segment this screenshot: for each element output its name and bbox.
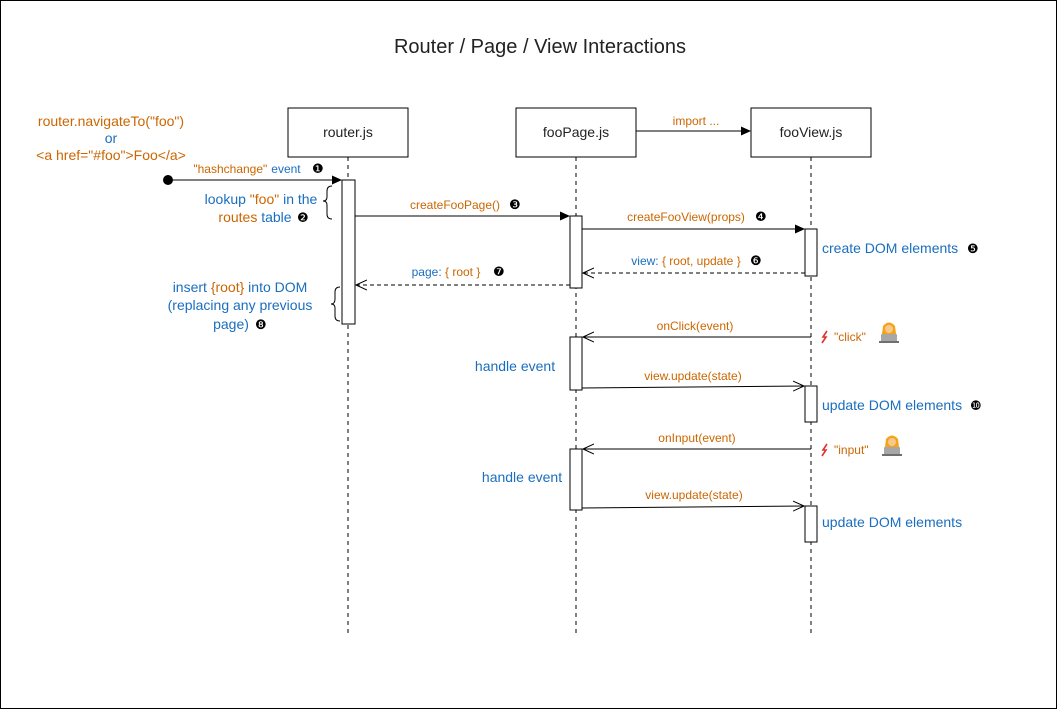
router-participant: router.js: [287, 107, 409, 158]
trigger-line-2: or: [105, 130, 118, 146]
user-at-laptop-icon: [882, 435, 902, 456]
lookup-note-line-2: routes table: [218, 209, 291, 225]
create-page-label: createFooPage(): [410, 198, 500, 212]
step-6-marker: ❻: [750, 253, 762, 268]
view-update-label-1: view.update(state): [644, 369, 741, 383]
trigger-line-3: <a href="#foo">Foo</a>: [36, 147, 186, 163]
view-participant: fooView.js: [750, 107, 872, 158]
update-dom-note-2: update DOM elements: [822, 514, 962, 530]
hashchange-label: "hashchange"event: [193, 162, 301, 176]
create-view-label: createFooView(props): [627, 210, 745, 224]
create-dom-note: create DOM elements: [822, 240, 958, 256]
step-3-marker: ❸: [509, 197, 521, 212]
click-event-label: "click": [834, 330, 866, 344]
lookup-brace: [322, 185, 333, 220]
on-click-label: onClick(event): [657, 319, 734, 333]
step-5-marker: ❺: [967, 241, 979, 256]
router-label: router.js: [323, 124, 373, 140]
step-2-marker: ❷: [297, 210, 309, 225]
view-label: fooView.js: [780, 124, 843, 140]
page-activation-3: [569, 448, 583, 511]
user-at-laptop-icon: [879, 322, 899, 343]
view-activation-3: [804, 505, 818, 543]
step-4-marker: ❹: [755, 209, 767, 224]
diagram-title: Router / Page / View Interactions: [394, 36, 686, 58]
view-return-label: view: { root, update }: [631, 254, 740, 268]
insert-note-line-2: (replacing any previous: [168, 297, 313, 313]
page-return-label: page: { root }: [412, 265, 481, 279]
on-input-label: onInput(event): [658, 431, 735, 445]
page-participant: fooPage.js: [515, 107, 637, 158]
handle-event-note-1: handle event: [475, 358, 555, 374]
step-1-marker: ❶: [312, 161, 324, 176]
insert-brace: [330, 286, 341, 322]
view-activation-2: [804, 385, 818, 423]
insert-note-line-3: page): [213, 316, 249, 332]
step-10-marker: ❿: [970, 398, 982, 413]
view-update-arrow-1: [581, 386, 804, 388]
view-update-arrow-2: [581, 506, 804, 508]
page-activation-2: [569, 336, 583, 391]
update-dom-note-1: update DOM elements: [822, 397, 962, 413]
step-7-marker: ❼: [493, 264, 505, 279]
router-activation: [341, 179, 356, 325]
view-activation-1: [804, 228, 818, 277]
lightning-icon: [821, 443, 828, 457]
view-update-label-2: view.update(state): [645, 488, 742, 502]
page-activation-1: [569, 215, 583, 289]
handle-event-note-2: handle event: [482, 469, 562, 485]
input-event-label: "input": [834, 443, 869, 457]
lookup-note-line-1: lookup "foo" in the: [205, 191, 318, 207]
lightning-icon: [821, 330, 828, 344]
insert-note-line-1: insert {root} into DOM: [173, 279, 308, 295]
import-label: import ...: [673, 114, 720, 128]
page-label: fooPage.js: [543, 124, 609, 140]
trigger-line-1: router.navigateTo("foo"): [38, 113, 184, 129]
step-8-marker: ❽: [255, 317, 267, 332]
